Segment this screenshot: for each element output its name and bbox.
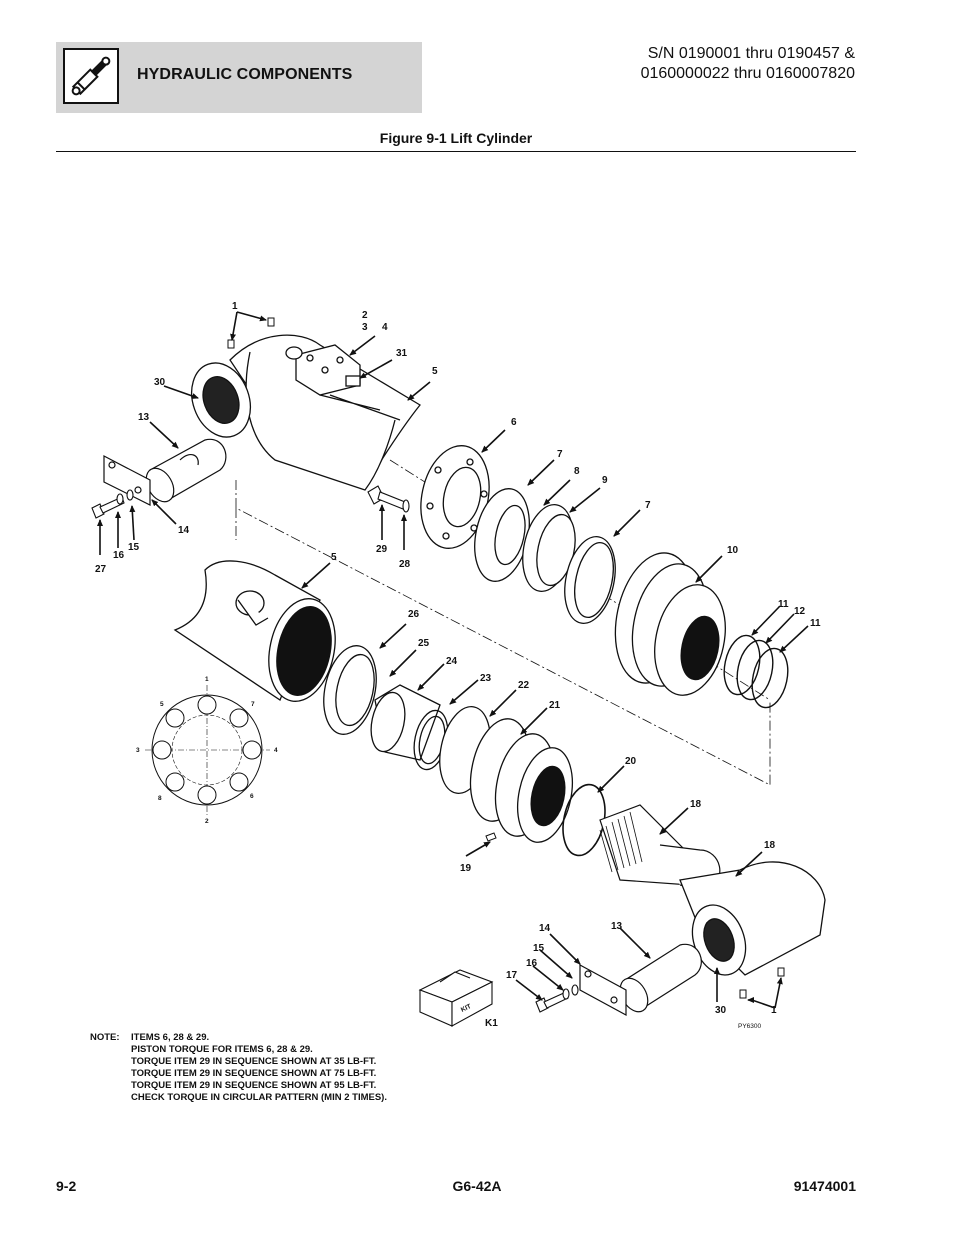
callout-18b: 18 (764, 840, 776, 851)
svg-text:6: 6 (250, 793, 254, 800)
rod-tube (173, 560, 336, 702)
page-number: 9-2 (56, 1178, 77, 1194)
svg-text:7: 7 (251, 701, 255, 708)
document-number: 91474001 (793, 1178, 856, 1194)
callout-11: 11 (778, 599, 789, 610)
note-line: TORQUE ITEM 29 IN SEQUENCE SHOWN AT 35 L… (131, 1056, 377, 1067)
svg-text:4: 4 (274, 747, 278, 754)
callout-2: 2 (362, 310, 368, 321)
seal-kit-box (418, 969, 494, 1027)
callout-5: 5 (432, 366, 438, 377)
piston-parts (323, 645, 573, 843)
note-line: PISTON TORQUE FOR ITEMS 6, 28 & 29. (131, 1044, 313, 1055)
callout-13b: 13 (611, 921, 623, 932)
svg-text:2: 2 (205, 818, 209, 825)
callout-10: 10 (727, 545, 739, 556)
serial-line-2: 0160000022 thru 0160007820 (640, 65, 855, 82)
note-label: NOTE: (90, 1032, 120, 1043)
callout-28: 28 (399, 559, 411, 570)
svg-text:3: 3 (136, 747, 140, 754)
pin-bottom (619, 943, 702, 1013)
header-divider (56, 151, 856, 152)
cylinder-head (614, 552, 726, 696)
serial-range: S/N 0190001 thru 0190457 & 0160000022 th… (641, 44, 855, 84)
callout-14b: 14 (539, 923, 551, 934)
callout-25: 25 (418, 638, 430, 649)
callout-30b: 30 (715, 1005, 727, 1016)
callout-20: 20 (625, 756, 637, 767)
callout-22: 22 (518, 680, 530, 691)
callout-26: 26 (408, 609, 420, 620)
callout-19: 19 (460, 863, 472, 874)
callout-1b: 1 (771, 1005, 777, 1016)
svg-text:5: 5 (160, 701, 164, 708)
callout-13: 13 (138, 412, 150, 423)
pin-top (145, 438, 227, 503)
callout-29: 29 (376, 544, 388, 555)
head-flange (420, 445, 490, 549)
callout-21: 21 (549, 700, 561, 711)
kit-label: KIT (460, 1003, 472, 1014)
bolt-bottom (535, 984, 579, 1013)
grease-fitting-top-2 (267, 317, 275, 327)
note-line: CHECK TORQUE IN CIRCULAR PATTERN (MIN 2 … (131, 1092, 387, 1103)
callout-15b: 15 (533, 943, 545, 954)
keeper-plate-top (103, 455, 151, 506)
head-seals (474, 488, 616, 624)
callout-15: 15 (128, 542, 140, 553)
setscrew-19 (485, 832, 497, 842)
callout-labels: 1 2 3 4 31 5 30 13 6 7 8 9 7 14 15 16 27… (95, 301, 821, 1029)
serial-line-1: S/N 0190001 thru 0190457 & (647, 45, 855, 62)
note-line: TORQUE ITEM 29 IN SEQUENCE SHOWN AT 95 L… (131, 1080, 377, 1091)
rod-end (679, 861, 826, 976)
head-rings (723, 634, 789, 709)
note-line: ITEMS 6, 28 & 29. (131, 1032, 210, 1043)
callout-30: 30 (154, 377, 166, 388)
bolt-torque-pattern (145, 685, 270, 815)
figure-title: Figure 9-1 Lift Cylinder (379, 130, 533, 146)
bolt-top-left (91, 489, 134, 519)
callout-14: 14 (178, 525, 190, 536)
callout-11b: 11 (810, 618, 821, 629)
callout-16: 16 (113, 550, 125, 561)
callout-5b: 5 (331, 552, 337, 563)
barrel-assembly (191, 334, 421, 491)
callout-17: 17 (506, 970, 518, 981)
bolt-sequence-labels: 1 2 3 4 5 6 7 8 (136, 676, 278, 825)
hydraulic-cylinder-icon (63, 48, 119, 104)
callout-24: 24 (446, 656, 458, 667)
callout-7: 7 (557, 449, 563, 460)
callout-23: 23 (480, 673, 492, 684)
keeper-plate-bottom (579, 963, 627, 1017)
svg-text:8: 8 (158, 795, 162, 802)
callout-k1: K1 (485, 1018, 498, 1029)
grease-fitting-top (227, 339, 235, 349)
callout-9: 9 (602, 475, 608, 486)
grease-fitting-bottom (739, 989, 747, 999)
callout-18: 18 (690, 799, 702, 810)
section-title: HYDRAULIC COMPONENTS (137, 66, 353, 83)
callout-31: 31 (396, 348, 408, 359)
note-line: TORQUE ITEM 29 IN SEQUENCE SHOWN AT 75 L… (131, 1068, 377, 1079)
callout-6: 6 (511, 417, 517, 428)
piston-bolt (367, 485, 410, 513)
svg-text:1: 1 (205, 676, 209, 683)
callout-1: 1 (232, 301, 238, 312)
drawing-id: PY6300 (738, 1023, 762, 1030)
grease-fitting-bottom-2 (777, 967, 785, 977)
callout-8: 8 (574, 466, 580, 477)
callout-12: 12 (794, 606, 806, 617)
callout-16b: 16 (526, 958, 538, 969)
callout-4: 4 (382, 322, 388, 333)
model-number: G6-42A (452, 1178, 502, 1194)
callout-27: 27 (95, 564, 107, 575)
callout-7b: 7 (645, 500, 651, 511)
callout-3: 3 (362, 322, 368, 333)
